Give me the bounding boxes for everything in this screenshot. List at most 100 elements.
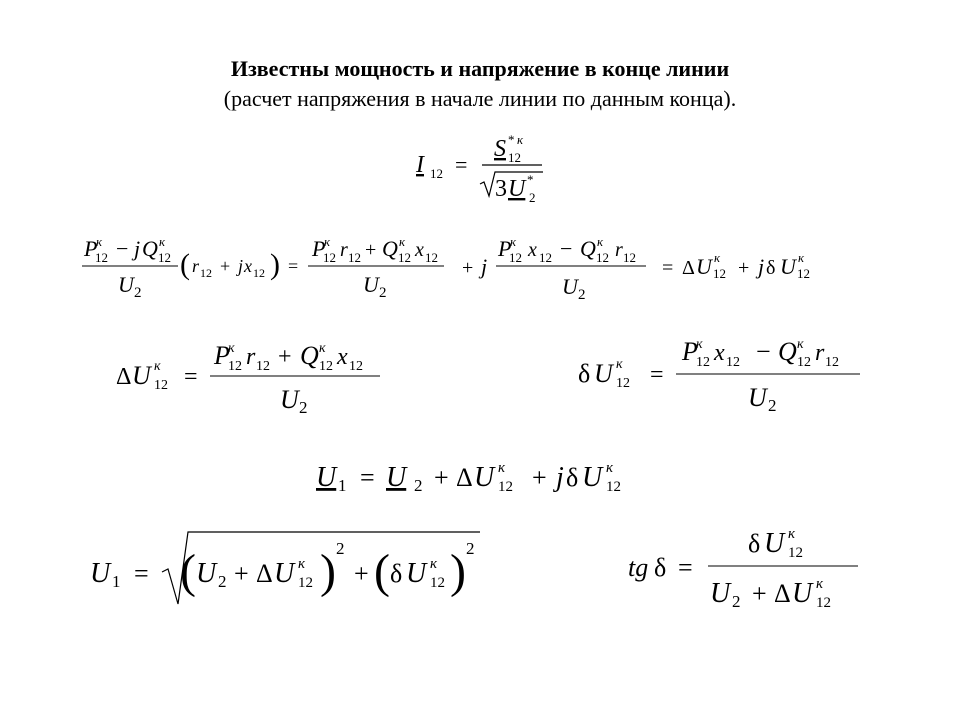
svg-text:): )	[320, 545, 336, 598]
svg-text:Q: Q	[778, 337, 797, 366]
svg-text:12: 12	[539, 250, 552, 265]
svg-text:к: к	[606, 460, 614, 476]
svg-text:Q: Q	[300, 341, 319, 370]
svg-text:Δ: Δ	[256, 559, 273, 588]
svg-text:δ: δ	[654, 553, 666, 582]
svg-text:U: U	[386, 462, 408, 493]
svg-text:к: к	[159, 234, 166, 249]
svg-text:+: +	[752, 579, 767, 608]
svg-text:=: =	[360, 463, 375, 492]
svg-text:12: 12	[323, 250, 336, 265]
formula-u1-modulus: U 1 = ( U 2 + Δ U к 12 ) 2 + ( δ U к 12 …	[90, 531, 480, 605]
svg-text:к: к	[228, 341, 235, 356]
svg-text:=: =	[678, 553, 693, 582]
svg-text:12: 12	[158, 250, 171, 265]
svg-text:12: 12	[596, 250, 609, 265]
formula-delta-u: Δ U к 12 = P к 12 r 12 + Q к 12 x 12 U 2	[116, 341, 380, 417]
svg-text:=: =	[662, 257, 673, 279]
svg-text:x: x	[243, 256, 252, 276]
svg-text:+: +	[234, 559, 249, 588]
sym-I: I	[415, 152, 425, 178]
svg-text:+: +	[365, 239, 376, 261]
svg-text:U: U	[90, 558, 112, 589]
svg-text:j: j	[131, 236, 140, 261]
svg-text:Δ: Δ	[682, 257, 695, 279]
svg-text:12: 12	[398, 250, 411, 265]
svg-text:r: r	[615, 239, 623, 261]
svg-text:U: U	[280, 385, 301, 414]
svg-text:U: U	[710, 578, 732, 609]
svg-text:j: j	[553, 462, 564, 493]
svg-text:P: P	[497, 236, 511, 261]
sqrt-sign	[161, 531, 480, 605]
svg-text:2: 2	[414, 476, 423, 495]
svg-text:2: 2	[768, 396, 777, 415]
svg-text:U: U	[196, 558, 218, 589]
svg-text:к: к	[498, 460, 506, 476]
svg-text:1: 1	[338, 476, 347, 495]
svg-text:+: +	[532, 463, 547, 492]
svg-text:12: 12	[816, 595, 831, 611]
svg-text:*: *	[527, 172, 534, 187]
svg-text:12: 12	[606, 479, 621, 495]
svg-text:к: к	[597, 234, 604, 249]
svg-text:к: к	[399, 234, 406, 249]
svg-text:δ: δ	[390, 559, 402, 588]
svg-text:к: к	[816, 576, 824, 592]
svg-text:Δ: Δ	[116, 364, 131, 390]
svg-text:=: =	[184, 364, 198, 390]
svg-text:x: x	[414, 239, 424, 261]
formula-current: I 12 = S * к 12 3 U * 2	[415, 132, 543, 205]
svg-text:tg: tg	[628, 553, 648, 582]
svg-text:U: U	[274, 558, 296, 589]
svg-text:P: P	[681, 337, 698, 366]
svg-text:к: к	[430, 556, 438, 572]
svg-text:(: (	[374, 545, 390, 598]
svg-text:2: 2	[529, 190, 536, 205]
svg-text:12: 12	[253, 266, 265, 280]
svg-text:−: −	[116, 236, 128, 261]
svg-text:к: к	[517, 132, 524, 147]
svg-text:U: U	[780, 254, 798, 279]
svg-text:+: +	[220, 256, 230, 276]
svg-text:к: к	[788, 526, 796, 542]
svg-text:12: 12	[228, 359, 242, 374]
formula-u1-complex: U 1 = U 2 + Δ U к 12 + j δ U к 12	[316, 460, 621, 495]
svg-text:(: (	[180, 248, 190, 281]
svg-text:2: 2	[299, 398, 308, 417]
svg-text:2: 2	[578, 287, 586, 303]
svg-text:2: 2	[732, 592, 741, 611]
svg-text:Q: Q	[142, 236, 158, 261]
svg-text:2: 2	[466, 539, 475, 558]
svg-text:к: к	[510, 234, 517, 249]
svg-text:U: U	[562, 274, 580, 299]
svg-text:12: 12	[509, 250, 522, 265]
formula-expanded: P к 12 − j Q к 12 U 2 ( r 12 + j x 12 ) …	[82, 234, 810, 303]
svg-text:U: U	[132, 361, 153, 390]
slide-title: Известны мощность и напряжение в конце л…	[230, 56, 730, 81]
svg-text:j: j	[478, 254, 487, 279]
svg-text:x: x	[527, 239, 537, 261]
svg-text:12: 12	[425, 250, 438, 265]
svg-text:к: к	[154, 359, 161, 374]
svg-text:x: x	[713, 340, 725, 366]
svg-text:r: r	[340, 239, 348, 261]
svg-text:): )	[450, 545, 466, 598]
svg-text:12: 12	[154, 378, 168, 393]
svg-text:Q: Q	[580, 236, 596, 261]
svg-text:к: к	[798, 250, 805, 265]
svg-text:P: P	[311, 236, 325, 261]
svg-text:к: к	[298, 556, 306, 572]
svg-text:2: 2	[379, 285, 387, 301]
svg-text:12: 12	[256, 359, 270, 374]
sqrt-sign	[479, 171, 543, 199]
svg-text:δ: δ	[766, 257, 775, 279]
svg-text:U: U	[316, 462, 338, 493]
svg-text:δ: δ	[578, 359, 590, 388]
svg-text:к: к	[696, 337, 703, 352]
svg-text:12: 12	[298, 575, 313, 591]
svg-text:к: к	[616, 357, 623, 372]
svg-text:(: (	[180, 545, 196, 598]
svg-text:−: −	[560, 236, 572, 261]
svg-text:2: 2	[134, 285, 142, 301]
